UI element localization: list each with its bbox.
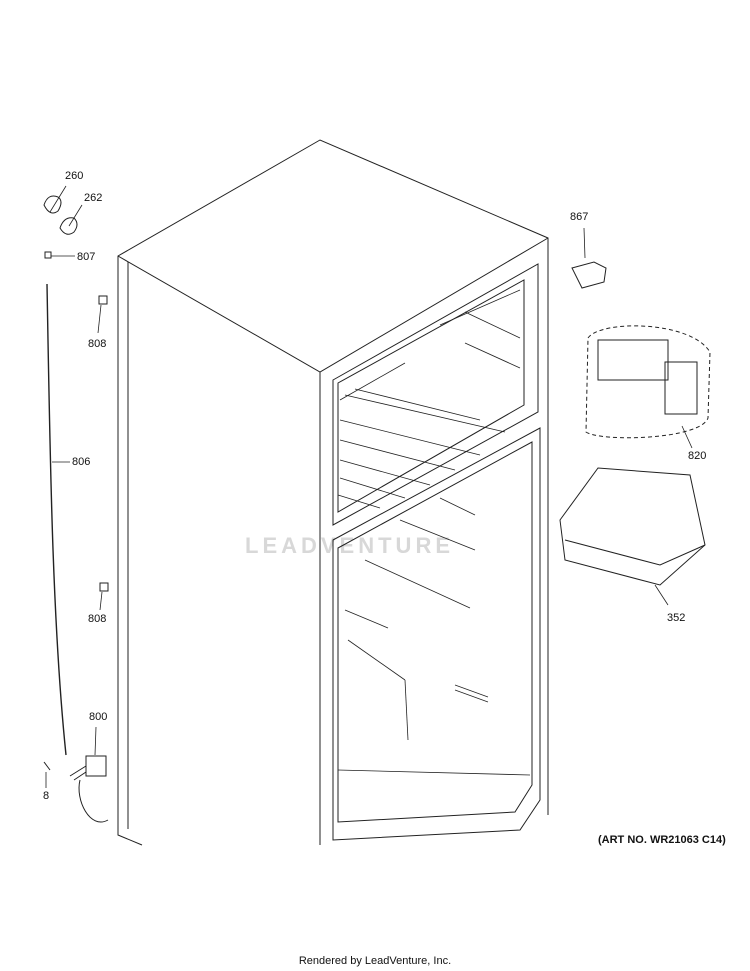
callout-807: 807	[77, 251, 96, 263]
callout-262: 262	[84, 192, 103, 204]
part-8	[43, 761, 51, 771]
callout-260: 260	[65, 170, 84, 182]
callout-352: 352	[667, 612, 686, 624]
part-867-bracket	[571, 227, 607, 289]
callout-808-bottom: 808	[88, 613, 107, 625]
refrigerator-cabinet	[117, 139, 549, 846]
callout-808-top: 808	[88, 338, 107, 350]
part-808-bottom	[99, 582, 109, 592]
part-806-tube	[46, 283, 67, 756]
part-260	[43, 195, 62, 214]
callout-867: 867	[570, 211, 589, 223]
part-800-water-valve	[69, 726, 109, 823]
callout-8: 8	[43, 790, 50, 802]
part-352-ice-bucket	[559, 467, 706, 606]
art-number: (ART NO. WR21063 C14)	[598, 834, 726, 846]
callout-820: 820	[688, 450, 707, 462]
callout-806: 806	[72, 456, 91, 468]
watermark: LEADVENTURE	[245, 533, 455, 558]
footer-credit: Rendered by LeadVenture, Inc.	[298, 955, 452, 967]
callout-800: 800	[89, 711, 108, 723]
part-820-ice-maker	[585, 325, 711, 449]
part-262	[59, 217, 78, 235]
part-807	[44, 251, 52, 259]
part-808-top	[98, 295, 108, 305]
